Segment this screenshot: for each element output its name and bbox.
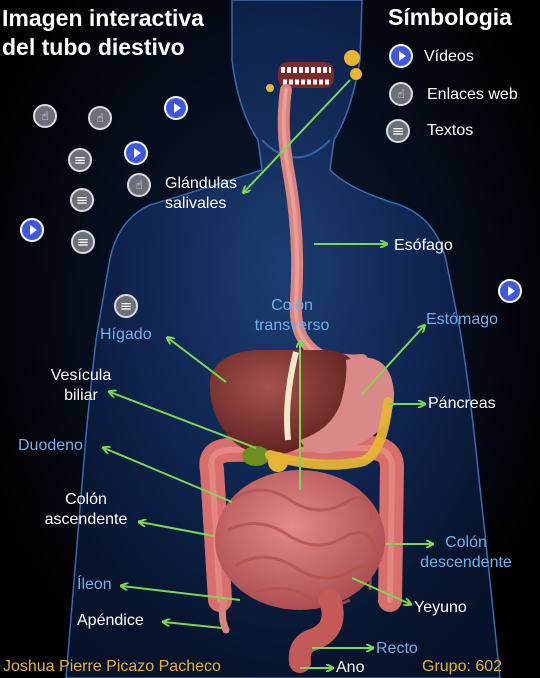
label-line: Colón (445, 534, 487, 551)
legend-texts-label: Textos (427, 122, 474, 139)
label-colon-descendente[interactable]: Colón descendente (408, 533, 524, 573)
label-line: biliar (64, 387, 98, 404)
liver-shape (209, 350, 357, 456)
label-line: ascendente (44, 511, 128, 528)
label-glandulas-salivales[interactable]: Glándulas salivales (165, 174, 237, 214)
stomach-shape (300, 357, 395, 454)
title-line-1: Imagen interactiva (2, 5, 204, 31)
label-line: Colón (65, 491, 107, 508)
label-vesicula-biliar[interactable]: Vesícula biliar (36, 366, 126, 406)
label-line: Glándulas (165, 175, 238, 192)
legend-links-label: Enlaces web (427, 86, 518, 103)
label-line: Vesícula (50, 367, 112, 384)
text-icon[interactable] (114, 294, 138, 318)
arrow-yeyuno (351, 577, 410, 604)
web-link-icon[interactable] (88, 106, 112, 130)
label-higado[interactable]: Hígado (100, 326, 152, 343)
gallbladder-shape (242, 446, 270, 466)
author-name: Joshua Pierre Picazo Pacheco (3, 658, 221, 675)
legend-video-icon (389, 44, 413, 68)
video-play-icon[interactable] (498, 279, 522, 303)
pancreas-shape (265, 397, 393, 470)
arrow-ileon (122, 586, 241, 601)
arrow-vesicula (110, 392, 257, 449)
label-esofago[interactable]: Esófago (394, 237, 453, 254)
arrow-colon-ascendente (140, 522, 215, 537)
label-apendice[interactable]: Apéndice (77, 612, 144, 629)
label-estomago[interactable]: Estómago (426, 311, 499, 328)
label-pancreas[interactable]: Páncreas (428, 395, 496, 412)
label-line: salivales (165, 195, 227, 212)
label-ano[interactable]: Ano (336, 659, 365, 676)
label-colon-ascendente[interactable]: Colón ascendente (34, 490, 138, 530)
text-icon[interactable] (71, 230, 95, 254)
label-yeyuno[interactable]: Yeyuno (414, 599, 467, 616)
label-line: descendente (420, 554, 512, 571)
rectum-shape (288, 589, 344, 673)
legend-videos-label: Vídeos (424, 48, 474, 65)
video-play-icon[interactable] (20, 218, 44, 242)
legend-text-icon (386, 119, 410, 143)
label-ileon[interactable]: Íleon (77, 576, 112, 593)
arrow-estomago (361, 326, 424, 395)
legend-link-icon (389, 82, 413, 106)
arrow-apendice (164, 622, 223, 629)
video-play-icon[interactable] (164, 96, 188, 120)
web-link-icon[interactable] (33, 104, 57, 128)
arrow-glandulas (244, 79, 351, 192)
arrow-duodeno (104, 448, 233, 503)
legend-title: Símbologia (388, 4, 512, 30)
label-line: transverso (254, 317, 330, 334)
title-line-2: del tubo diestivo (2, 34, 185, 60)
video-play-icon[interactable] (124, 141, 148, 165)
group-number: Grupo: 602 (422, 658, 503, 675)
text-icon[interactable] (70, 188, 94, 212)
label-colon-transverso[interactable]: Colón transverso (244, 296, 340, 336)
salivary-gland-shape (344, 50, 360, 66)
page-title: Imagen interactiva del tubo diestivo (2, 4, 204, 62)
label-line: Colón (271, 297, 313, 314)
label-recto[interactable]: Recto (376, 640, 418, 657)
arrow-higado (168, 338, 227, 383)
label-duodeno[interactable]: Duodeno (18, 437, 83, 454)
web-link-icon[interactable] (127, 173, 151, 197)
text-icon[interactable] (68, 148, 92, 172)
